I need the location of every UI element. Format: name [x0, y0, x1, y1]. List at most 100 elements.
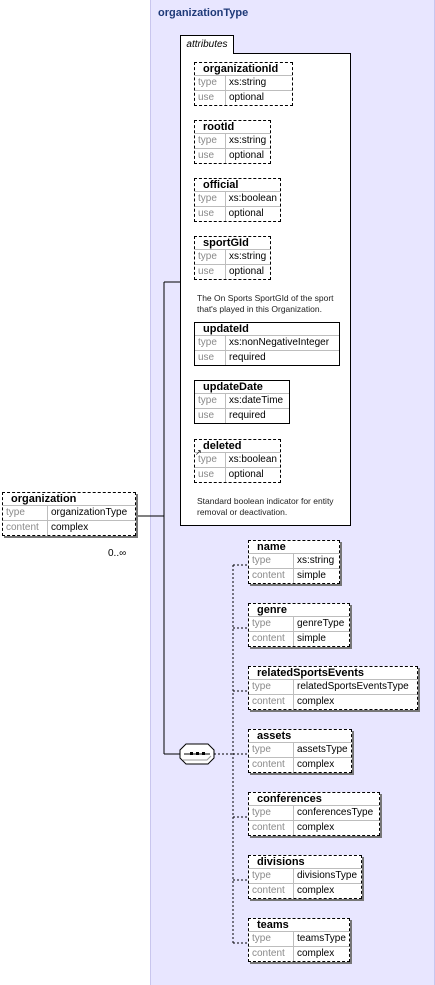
prop-value: optional [225, 90, 292, 105]
prop-key: content [249, 820, 294, 835]
prop-key: use [195, 350, 226, 365]
prop-value: assetsType [293, 742, 351, 758]
prop-key: content [3, 520, 48, 535]
prop-key: use [195, 264, 226, 279]
element-name: assets [257, 730, 292, 742]
element-name: organization [11, 493, 77, 505]
prop-value: relatedSportsEventsType [293, 679, 417, 695]
prop-value: xs:dateTime [225, 393, 289, 409]
prop-key: use [195, 408, 226, 423]
attribute-documentation: Standard boolean indicator for entity re… [197, 496, 334, 517]
prop-value: optional [225, 467, 280, 482]
prop-value: required [225, 350, 339, 365]
prop-key: type [195, 452, 226, 468]
attributes-tab[interactable]: attributes [180, 35, 234, 54]
prop-value: divisionsType [293, 868, 361, 884]
prop-value: optional [225, 206, 280, 221]
prop-key: use [195, 467, 226, 482]
element-name: teams [257, 919, 289, 931]
prop-key: type [195, 191, 226, 207]
element-name: genre [257, 604, 287, 616]
prop-key: content [249, 883, 294, 898]
attribute-name: sportGId [203, 237, 249, 249]
attribute-name: updateDate [203, 381, 263, 393]
prop-key: content [249, 757, 294, 772]
prop-key: content [249, 568, 294, 583]
prop-key: use [195, 206, 226, 221]
complex-type-title: organizationType [158, 7, 249, 19]
prop-key: type [195, 75, 226, 91]
prop-key: type [195, 133, 226, 149]
prop-value: complex [293, 820, 379, 835]
prop-value: required [225, 408, 289, 423]
prop-value: complex [47, 520, 135, 535]
element-name: relatedSportsEvents [257, 667, 364, 679]
prop-key: type [249, 742, 294, 758]
prop-value: complex [293, 694, 417, 709]
element-name: divisions [257, 856, 305, 868]
prop-key: content [249, 946, 294, 961]
prop-key: type [195, 393, 226, 409]
prop-value: xs:string [225, 249, 270, 265]
prop-value: xs:boolean [225, 191, 280, 207]
prop-key: content [249, 694, 294, 709]
element-name: name [257, 541, 286, 553]
prop-value: xs:string [225, 75, 292, 91]
attribute-name: deleted [203, 440, 242, 452]
prop-key: type [249, 931, 294, 947]
prop-key: type [249, 553, 294, 569]
prop-key: type [249, 868, 294, 884]
sequence-compositor-icon[interactable] [179, 743, 215, 765]
attribute-name: official [203, 179, 239, 191]
prop-key: type [195, 249, 226, 265]
attribute-name: organizationId [203, 63, 279, 75]
prop-value: complex [293, 757, 351, 772]
prop-value: xs:string [225, 133, 270, 149]
attribute-name: updateId [203, 323, 249, 335]
prop-key: type [249, 679, 294, 695]
reference-arrow-icon: ↗ [195, 448, 202, 457]
occurrence-label: 0..∞ [108, 548, 127, 559]
prop-value: simple [293, 631, 349, 646]
prop-key: type [3, 505, 48, 521]
prop-value: optional [225, 148, 270, 163]
prop-key: type [249, 616, 294, 632]
prop-value: organizationType [47, 505, 135, 521]
attribute-documentation: The On Sports SportGId of the sport that… [197, 293, 334, 314]
prop-value: teamsType [293, 931, 349, 947]
element-name: conferences [257, 793, 322, 805]
prop-value: complex [293, 946, 349, 961]
prop-value: simple [293, 568, 339, 583]
prop-value: complex [293, 883, 361, 898]
prop-key: use [195, 148, 226, 163]
prop-value: xs:nonNegativeInteger [225, 335, 339, 351]
prop-value: optional [225, 264, 270, 279]
